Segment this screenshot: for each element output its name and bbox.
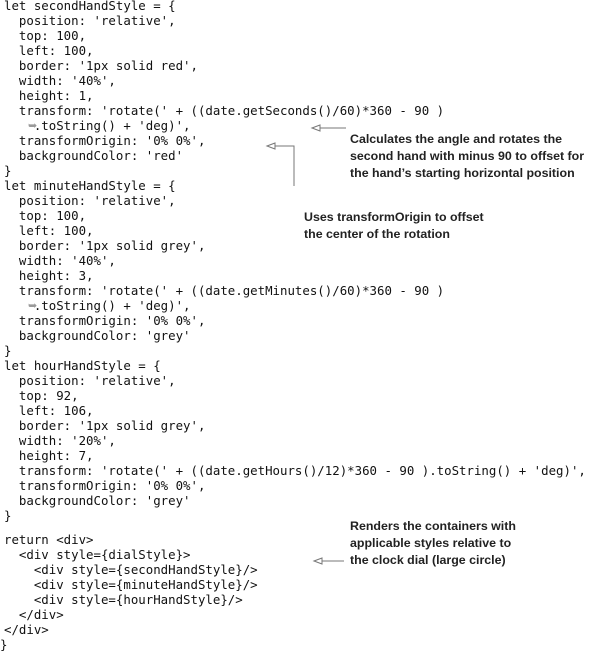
code-line: border: '1px solid red', [4, 58, 198, 73]
code-line: } [4, 343, 12, 358]
code-line: width: '20%', [4, 433, 116, 448]
code-line: transform: 'rotate(' + ((date.getHours()… [4, 463, 586, 478]
annotation-line: Calculates the angle and rotates the [350, 132, 563, 146]
code-line: left: 100, [4, 223, 94, 238]
code-line: height: 3, [4, 268, 94, 283]
code-line: left: 106, [4, 403, 94, 418]
code-line: transformOrigin: '0% 0%', [4, 313, 206, 328]
continuation-arrow-icon: ➥ [28, 299, 38, 312]
code-line: width: '40%', [4, 73, 116, 88]
code-line: left: 100, [4, 43, 94, 58]
code-line: .toString() + 'deg)', [4, 118, 191, 133]
code-line: width: '40%', [4, 253, 116, 268]
continuation-arrow-icon: ➥ [28, 119, 38, 132]
code-line: let secondHandStyle = { [4, 0, 176, 13]
code-line: <div style={dialStyle}> [4, 547, 191, 562]
code-line: let hourHandStyle = { [4, 358, 161, 373]
annotation-rotation-angle: Calculates the angle and rotates the sec… [350, 131, 584, 182]
code-line: return <div> [4, 532, 94, 547]
code-line: backgroundColor: 'grey' [4, 493, 191, 508]
code-line: } [0, 637, 8, 652]
code-line: border: '1px solid grey', [4, 238, 206, 253]
code-line: </div> [4, 607, 64, 622]
code-line: backgroundColor: 'grey' [4, 328, 191, 343]
code-line: </div> [4, 622, 49, 637]
code-line: height: 1, [4, 88, 94, 103]
code-line: transformOrigin: '0% 0%', [4, 133, 206, 148]
annotation-line: the clock dial (large circle) [350, 553, 506, 567]
code-line: backgroundColor: 'red' [4, 148, 184, 163]
code-line: } [4, 508, 12, 523]
code-line: transformOrigin: '0% 0%', [4, 478, 206, 493]
code-line: border: '1px solid grey', [4, 418, 206, 433]
code-line: height: 7, [4, 448, 94, 463]
annotation-render-containers: Renders the containers with applicable s… [350, 518, 516, 569]
code-line: <div style={secondHandStyle}/> [4, 562, 258, 577]
code-line: <div style={hourHandStyle}/> [4, 592, 243, 607]
annotation-line: the center of the rotation [304, 227, 450, 241]
annotation-line: Renders the containers with [350, 519, 516, 533]
code-line: <div style={minuteHandStyle}/> [4, 577, 258, 592]
annotation-line: applicable styles relative to [350, 536, 512, 550]
annotation-line: second hand with minus 90 to offset for [350, 149, 585, 163]
code-line: position: 'relative', [4, 13, 176, 28]
code-line: .toString() + 'deg)', [4, 298, 191, 313]
code-line: position: 'relative', [4, 193, 176, 208]
code-line: top: 100, [4, 208, 87, 223]
code-line: transform: 'rotate(' + ((date.getSeconds… [4, 103, 445, 118]
annotation-transform-origin: Uses transformOrigin to offset the cente… [304, 209, 484, 243]
code-line: position: 'relative', [4, 373, 176, 388]
code-line: let minuteHandStyle = { [4, 178, 176, 193]
code-line: top: 92, [4, 388, 79, 403]
annotation-line: the hand’s starting horizontal position [350, 166, 575, 180]
code-line: } [4, 163, 12, 178]
code-line: transform: 'rotate(' + ((date.getMinutes… [4, 283, 445, 298]
code-line: top: 100, [4, 28, 87, 43]
annotation-line: Uses transformOrigin to offset [304, 210, 484, 224]
